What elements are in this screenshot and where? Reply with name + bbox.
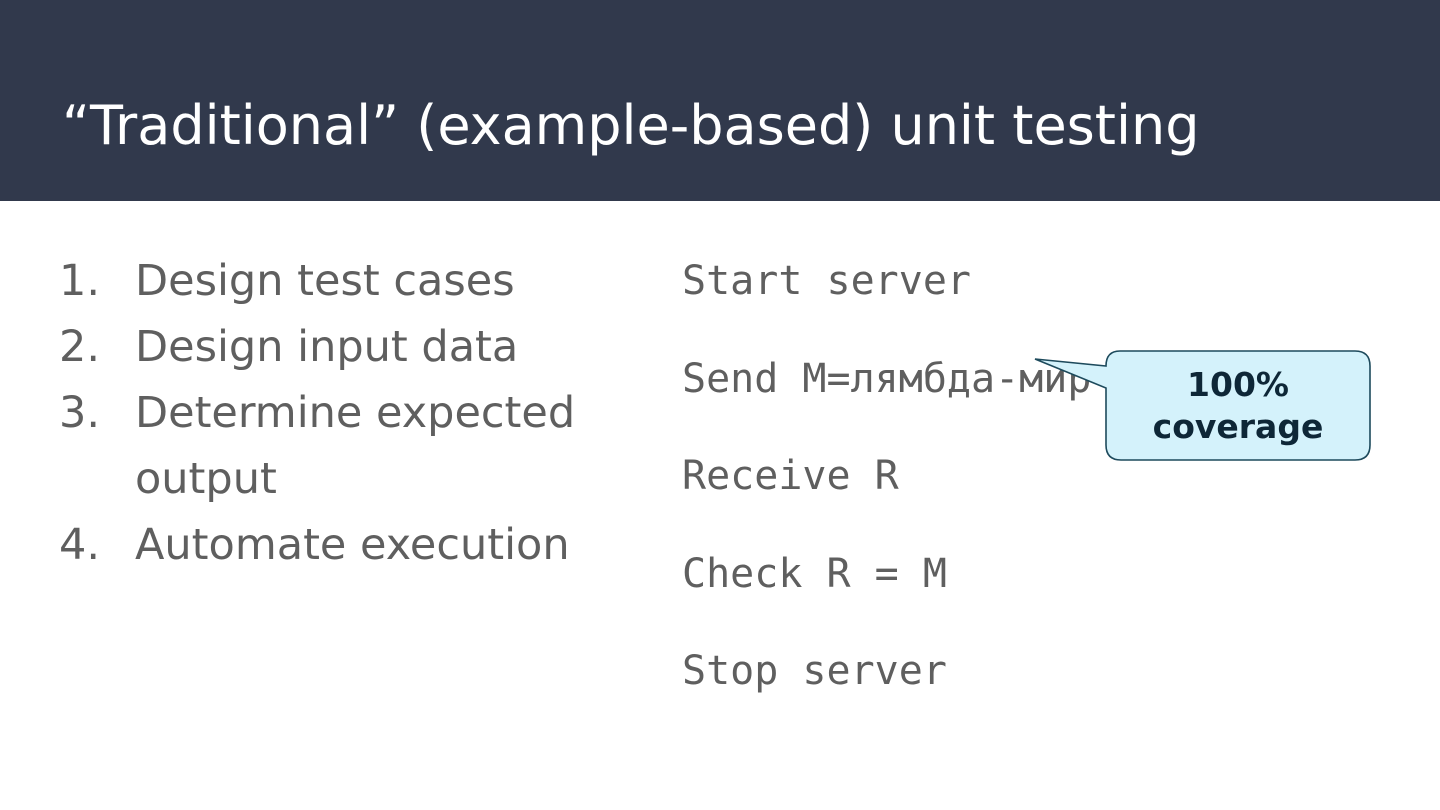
code-line: Send M=лямбда-мир (682, 355, 1092, 402)
step-item: 2. Design input data (0, 314, 640, 380)
step-number: 1. (58, 256, 100, 306)
test-steps-code: Start server Send M=лямбда-мир Receive R… (682, 255, 1091, 743)
callout-line-1: 100% (1187, 364, 1289, 404)
code-line: Receive R (682, 453, 899, 499)
step-item: 1. Design test cases (0, 248, 640, 314)
code-line: Check R = M (682, 550, 947, 597)
step-number: 2. (58, 322, 100, 372)
step-text: Design input data (135, 322, 519, 372)
steps-list: 1. Design test cases 2. Design input dat… (0, 248, 640, 578)
step-text: Design test cases (135, 256, 515, 306)
step-number: 3. (58, 388, 100, 438)
title-bar: “Traditional” (example-based) unit testi… (0, 0, 1440, 201)
step-number: 4. (58, 520, 100, 570)
step-text: Automate execution (135, 520, 570, 570)
callout-line-2: coverage (1152, 406, 1324, 446)
coverage-callout: 100% coverage (1106, 351, 1370, 460)
slide-title: “Traditional” (example-based) unit testi… (62, 94, 1200, 157)
step-item: 4. Automate execution (0, 512, 640, 578)
code-line: Stop server (682, 648, 947, 694)
step-item: 3. Determine expected output (0, 380, 640, 512)
code-line: Start server (682, 258, 971, 304)
step-text: Determine expected output (135, 388, 576, 504)
